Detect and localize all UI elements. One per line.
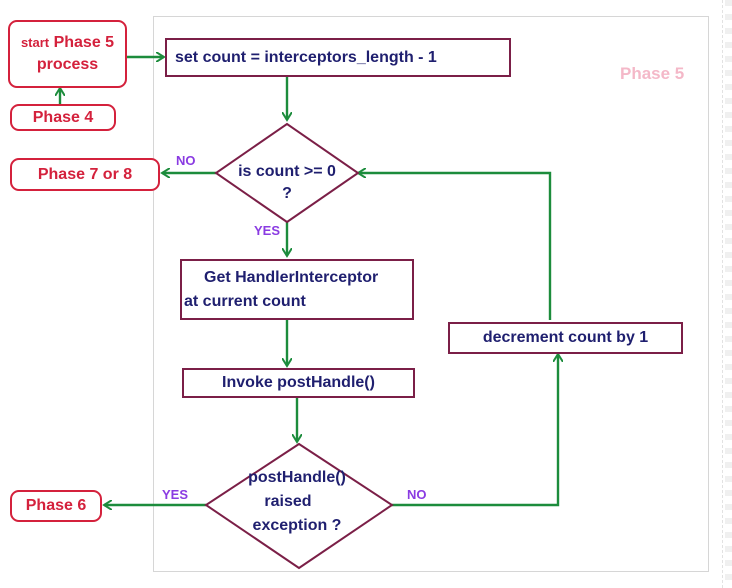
decision-count-line2: ? <box>282 185 292 202</box>
invoke-box: Invoke postHandle() <box>182 368 415 398</box>
decision-exception-line2: raised <box>264 493 312 510</box>
decision-exception-line3: exception ? <box>252 517 342 534</box>
yes-label-bottom: YES <box>162 487 189 502</box>
decision-exception-diamond <box>204 442 394 570</box>
phase4-box: Phase 4 <box>10 104 116 131</box>
yes-label-top: YES <box>254 223 281 238</box>
start-phase-label: Phase 5 <box>53 34 115 51</box>
decision-count-diamond <box>214 122 360 224</box>
phase78-label: Phase 7 or 8 <box>37 165 133 183</box>
invoke-label: Invoke postHandle() <box>222 374 375 391</box>
start-phase5-box: start Phase 5 process <box>8 20 127 88</box>
get-handler-line1: Get HandlerInterceptor <box>204 268 379 286</box>
phase6-box: Phase 6 <box>10 490 102 522</box>
decrement-box: decrement count by 1 <box>448 322 683 354</box>
decrement-label: decrement count by 1 <box>482 329 649 346</box>
phase5-label: Phase 5 <box>620 64 685 83</box>
decision-count-line1: is count >= 0 <box>238 163 336 180</box>
set-count-box: set count = interceptors_length - 1 <box>165 38 511 77</box>
get-handler-box: Get HandlerInterceptor at current count <box>180 259 414 320</box>
scroll-gutter <box>722 0 724 588</box>
arrow-decrement-to-decision <box>358 173 552 320</box>
phase5-frame <box>153 16 709 572</box>
phase78-box: Phase 7 or 8 <box>10 158 160 191</box>
no-label-top: NO <box>176 153 196 168</box>
arrow-no-to-decrement <box>392 354 558 507</box>
no-label-bottom: NO <box>407 487 427 502</box>
get-handler-line2: at current count <box>184 292 306 310</box>
start-process-label: process <box>36 56 99 73</box>
scrollbar[interactable] <box>725 0 732 588</box>
decision-count-text: is count >= 0 ? <box>220 161 354 205</box>
decision-exception-text: postHandle() raised exception ? <box>222 466 372 538</box>
phase4-label: Phase 4 <box>32 108 94 126</box>
phase6-label: Phase 6 <box>25 497 87 514</box>
start-small-label: start <box>20 35 50 50</box>
set-count-label: set count = interceptors_length - 1 <box>175 48 437 66</box>
decision-exception-line1: postHandle() <box>248 469 346 486</box>
